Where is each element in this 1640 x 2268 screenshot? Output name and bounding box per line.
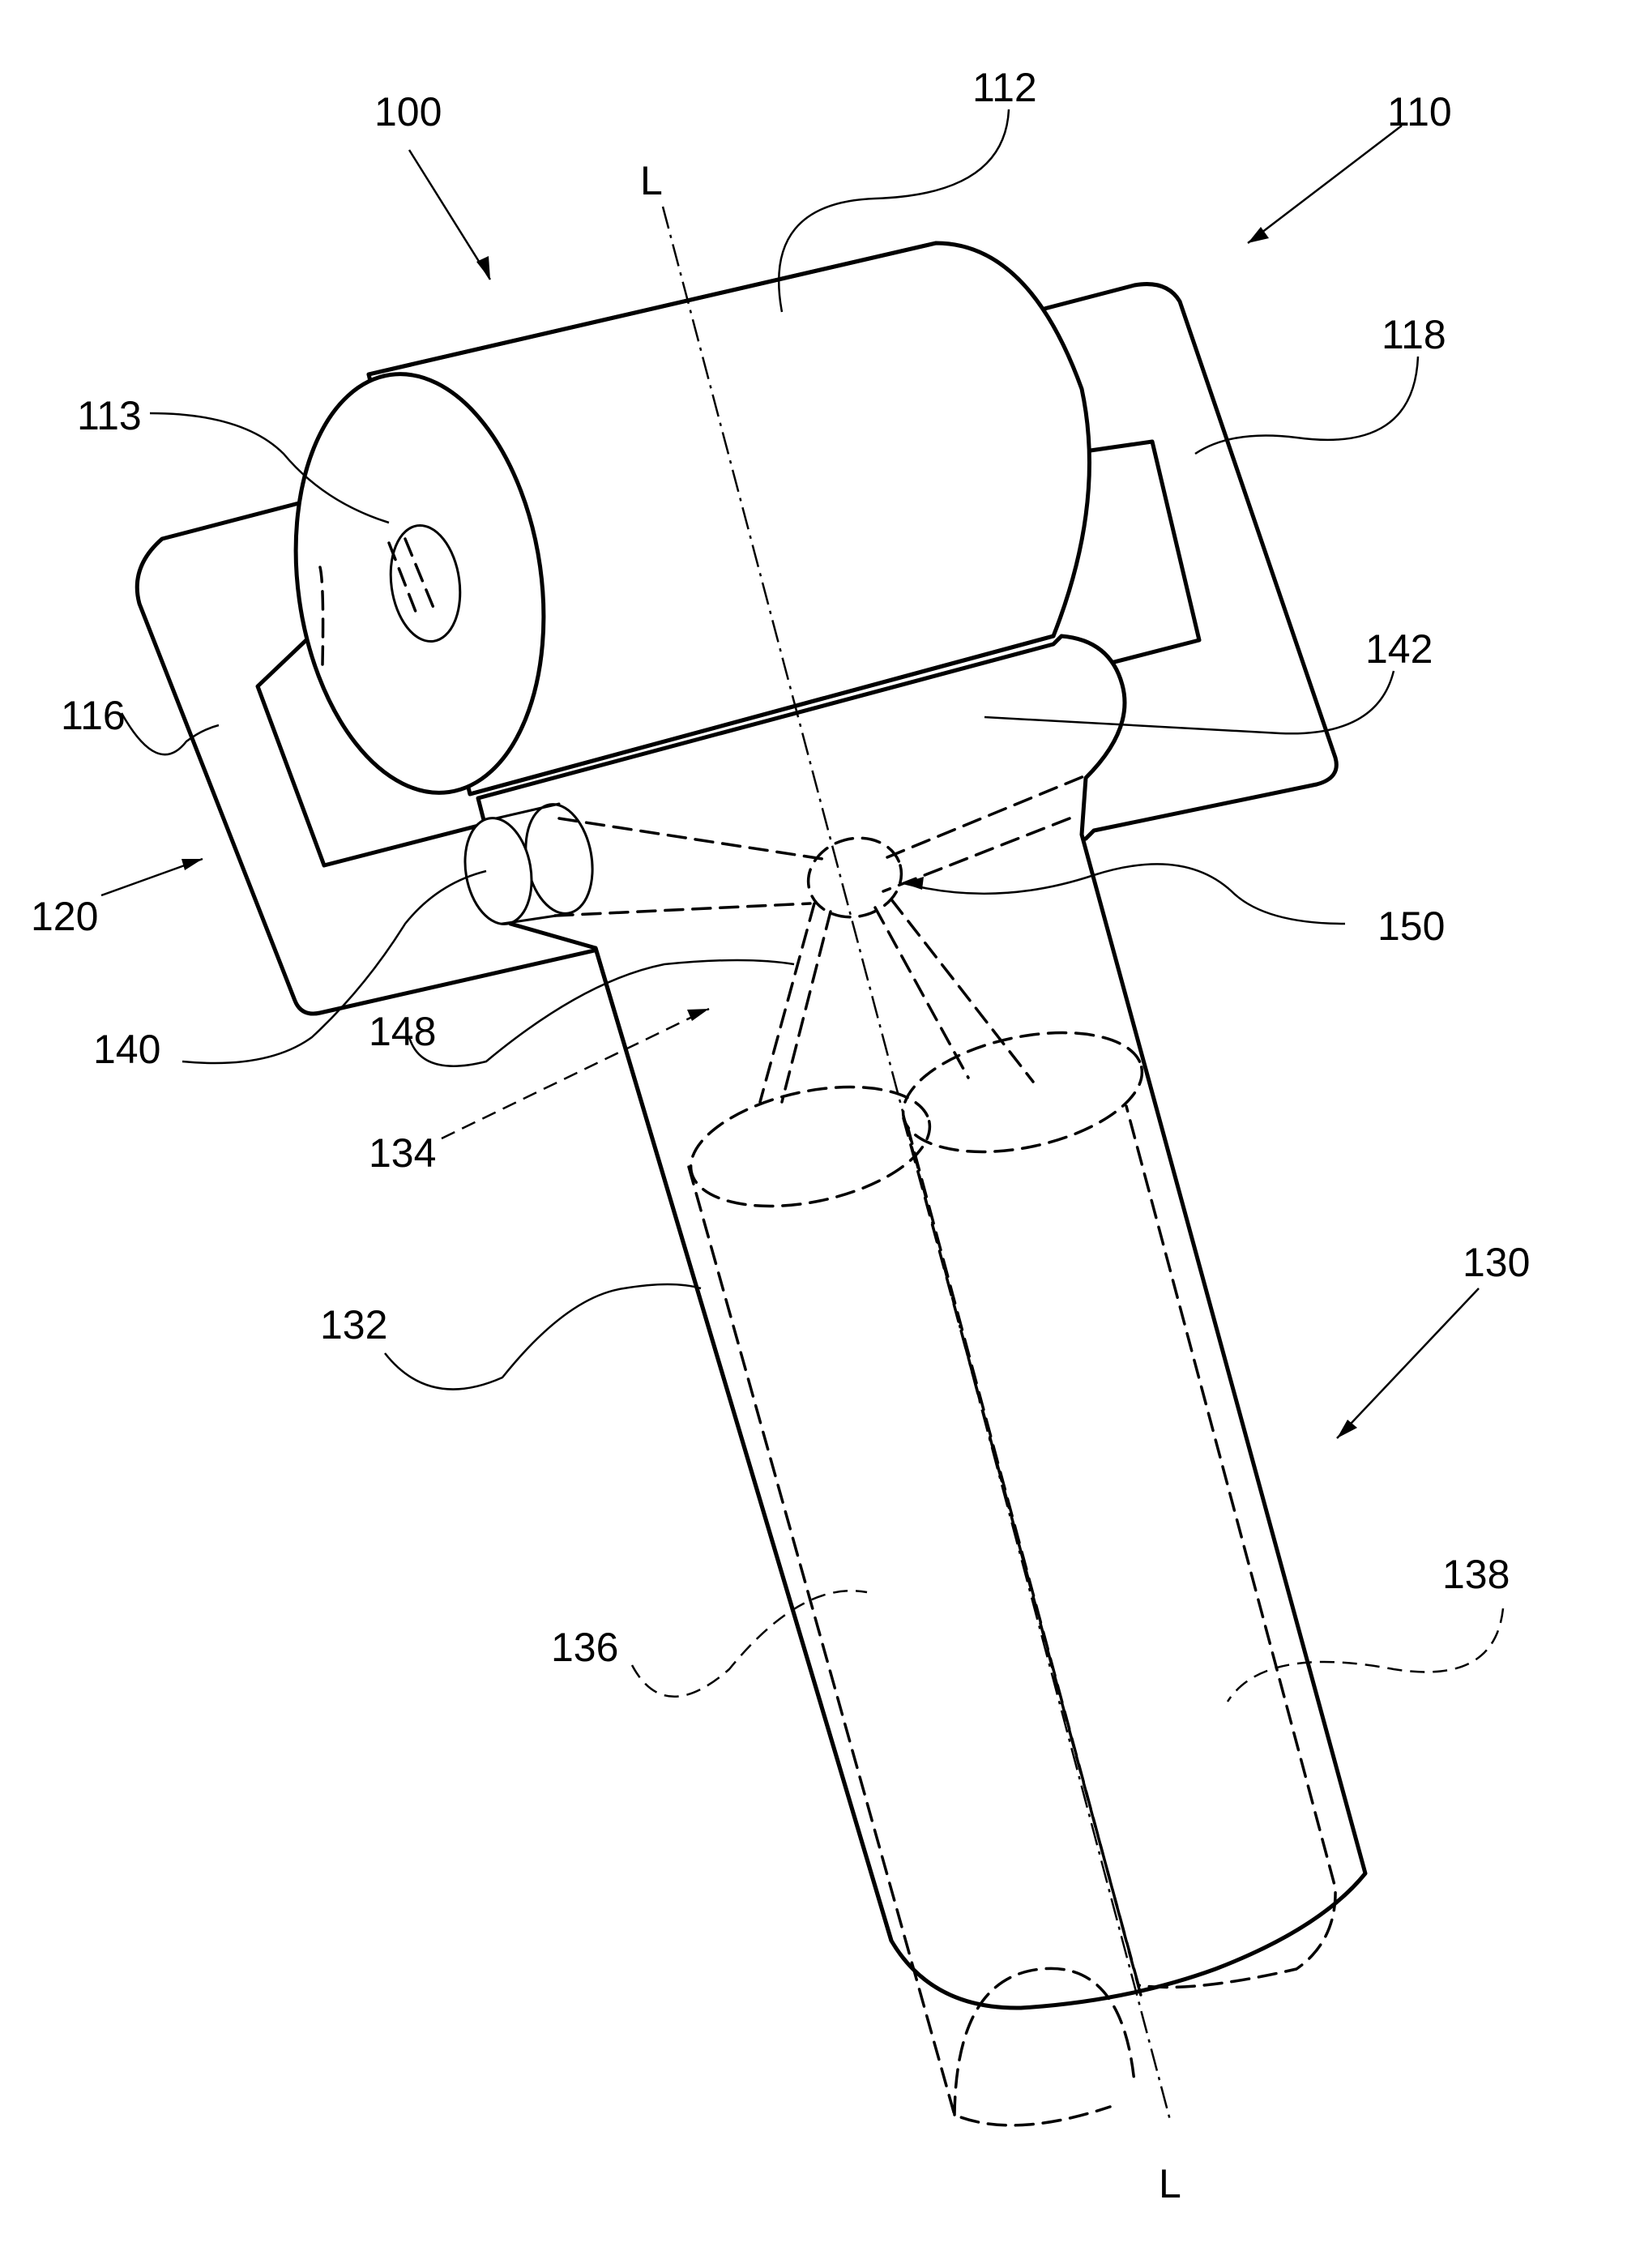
label-138: 138 — [1442, 1552, 1510, 1597]
label-136: 136 — [551, 1625, 618, 1670]
leader-132 — [385, 1284, 701, 1390]
label-110: 110 — [1387, 89, 1452, 135]
label-120: 120 — [31, 894, 98, 939]
leader-100 — [409, 150, 490, 280]
label-140: 140 — [93, 1027, 160, 1072]
arrowhead-130 — [1337, 1420, 1357, 1438]
label-100: 100 — [374, 89, 442, 135]
label-118: 118 — [1382, 312, 1446, 357]
leader-130 — [1337, 1288, 1479, 1438]
axis-label-bottom: L — [1159, 2161, 1181, 2206]
label-150: 150 — [1377, 903, 1445, 949]
leader-110 — [1248, 126, 1402, 243]
label-112: 112 — [972, 65, 1037, 110]
label-134: 134 — [369, 1130, 436, 1176]
leader-118 — [1195, 357, 1418, 454]
label-130: 130 — [1463, 1240, 1530, 1285]
label-142: 142 — [1365, 626, 1433, 672]
axis-label-top: L — [640, 158, 663, 203]
arrowhead-120 — [182, 859, 203, 870]
label-113: 113 — [77, 393, 142, 438]
label-132: 132 — [320, 1302, 387, 1348]
label-116: 116 — [61, 693, 126, 738]
label-148: 148 — [369, 1009, 436, 1054]
